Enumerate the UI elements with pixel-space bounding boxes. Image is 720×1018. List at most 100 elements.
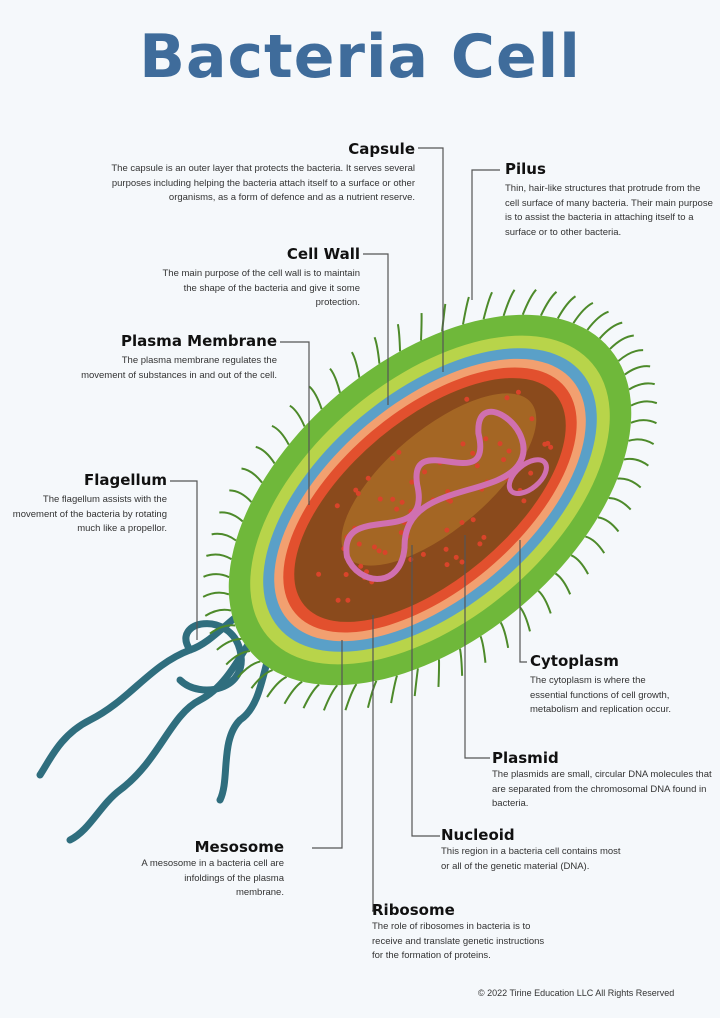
label-title: Plasma Membrane xyxy=(121,332,277,350)
pilus-hair xyxy=(624,365,651,376)
pilus-hair xyxy=(237,660,261,679)
label-plasma-membrane: Plasma Membrane The plasma membrane regu… xyxy=(77,332,277,383)
pilus-hair xyxy=(202,591,230,598)
ribosome-dot xyxy=(460,441,466,447)
pilus-hair xyxy=(289,404,306,427)
ribosome-dot xyxy=(356,541,362,547)
label-cytoplasm: Cytoplasm The cytoplasm is where the ess… xyxy=(530,652,680,718)
pilus-hair xyxy=(617,477,642,489)
pilus-hair xyxy=(482,291,493,320)
ribosomes xyxy=(316,389,554,603)
label-text: The plasmids are small, circular DNA mol… xyxy=(492,769,712,809)
pilus-hair xyxy=(609,334,634,350)
pilus-hair xyxy=(396,323,402,352)
pilus-hair xyxy=(350,351,361,378)
ribosome-dot xyxy=(470,517,476,523)
pilus-hair xyxy=(554,572,572,595)
label-text: A mesosome in a bacteria cell are infold… xyxy=(141,858,284,898)
pilus-hair xyxy=(540,291,558,316)
ribosome-dot xyxy=(422,469,428,475)
label-mesosome: Mesosome A mesosome in a bacteria cell a… xyxy=(134,838,284,901)
pilus-hair xyxy=(437,659,441,687)
ribosome-dot xyxy=(459,519,465,525)
pilus-hair xyxy=(586,310,609,331)
pilus-hair xyxy=(630,400,658,407)
pilus-hair xyxy=(211,532,237,542)
pilus-hair xyxy=(283,680,303,705)
label-title: Flagellum xyxy=(83,471,167,489)
pilus-hair xyxy=(597,516,620,533)
label-pilus: Pilus Thin, hair-like structures that pr… xyxy=(505,160,715,240)
pilus-hair xyxy=(229,489,253,503)
pilus-hair xyxy=(413,668,419,697)
ribosome-dot xyxy=(521,498,527,504)
pilus-hair xyxy=(458,648,464,676)
pilus-hair xyxy=(572,302,594,324)
pilus-hair xyxy=(308,385,323,410)
ribosome-dot xyxy=(345,597,351,603)
pilus-hair xyxy=(344,683,358,711)
label-text: Thin, hair-like structures that protrude… xyxy=(505,183,713,238)
ribosome-dot xyxy=(470,450,476,456)
ribosome-dot xyxy=(545,440,551,446)
ribosome-dot xyxy=(316,571,322,577)
label-text: The main purpose of the cell wall is to … xyxy=(162,268,361,308)
ribosome-dot xyxy=(382,549,388,555)
ribosome-dot xyxy=(459,559,465,565)
ribosome-dot xyxy=(501,457,507,463)
ribosome-dot xyxy=(353,487,359,493)
label-text: This region in a bacteria cell contains … xyxy=(441,846,621,872)
pilus-hair xyxy=(219,511,244,523)
ribosome-dot xyxy=(444,562,450,568)
label-capsule: Capsule The capsule is an outer layer th… xyxy=(85,140,415,206)
ribosome-dot xyxy=(506,448,512,454)
ribosome-dot xyxy=(474,463,480,469)
label-title: Cell Wall xyxy=(286,245,360,263)
pilus-hair xyxy=(250,669,273,689)
pilus-hair xyxy=(271,424,290,446)
ribosome-dot xyxy=(398,529,404,535)
plasmid xyxy=(506,457,549,496)
pilus-hair xyxy=(521,288,537,316)
ribosome-dot xyxy=(453,554,459,560)
pilus-hair xyxy=(502,289,516,317)
pilus-hair xyxy=(266,675,288,698)
leader-lines xyxy=(170,147,527,912)
ribosome-dot xyxy=(548,444,554,450)
ribosome-dot xyxy=(390,496,396,502)
pilus-hair xyxy=(322,684,339,711)
label-plasmid: Plasmid The plasmids are small, circular… xyxy=(492,749,712,812)
ribosome-dot xyxy=(497,441,503,447)
pilus-hair xyxy=(479,635,487,663)
ribosome-dot xyxy=(464,396,470,402)
ribosome-dot xyxy=(443,546,449,552)
pilus-hair xyxy=(537,590,552,614)
ribosome-dot xyxy=(504,395,510,401)
ribosome-dot xyxy=(420,551,426,557)
pilus-hair xyxy=(255,445,276,465)
ribosome-dot xyxy=(376,548,382,554)
ribosome-dot xyxy=(528,470,534,476)
pilus-hair xyxy=(441,303,447,332)
ribosome-dot xyxy=(389,455,395,461)
pilus-hair xyxy=(628,382,655,391)
label-text: The role of ribosomes in bacteria is to … xyxy=(372,921,545,961)
ribosome-dot xyxy=(515,389,521,395)
label-title: Nucleoid xyxy=(441,826,515,844)
ribosome-dot xyxy=(358,563,364,569)
pilus-hair xyxy=(241,467,263,484)
pilus-hair xyxy=(329,367,341,394)
pilus-hair xyxy=(519,606,531,632)
ribosome-dot xyxy=(365,475,371,481)
ribosome-dot xyxy=(377,496,383,502)
label-title: Plasmid xyxy=(492,749,559,767)
ribosome-dot xyxy=(399,499,405,505)
pilus-hair xyxy=(204,608,232,617)
label-title: Cytoplasm xyxy=(530,652,619,670)
ribosome-dot xyxy=(371,544,377,550)
nucleoid-dna xyxy=(343,408,527,582)
ribosome-dot xyxy=(343,571,349,577)
label-title: Ribosome xyxy=(372,901,455,919)
